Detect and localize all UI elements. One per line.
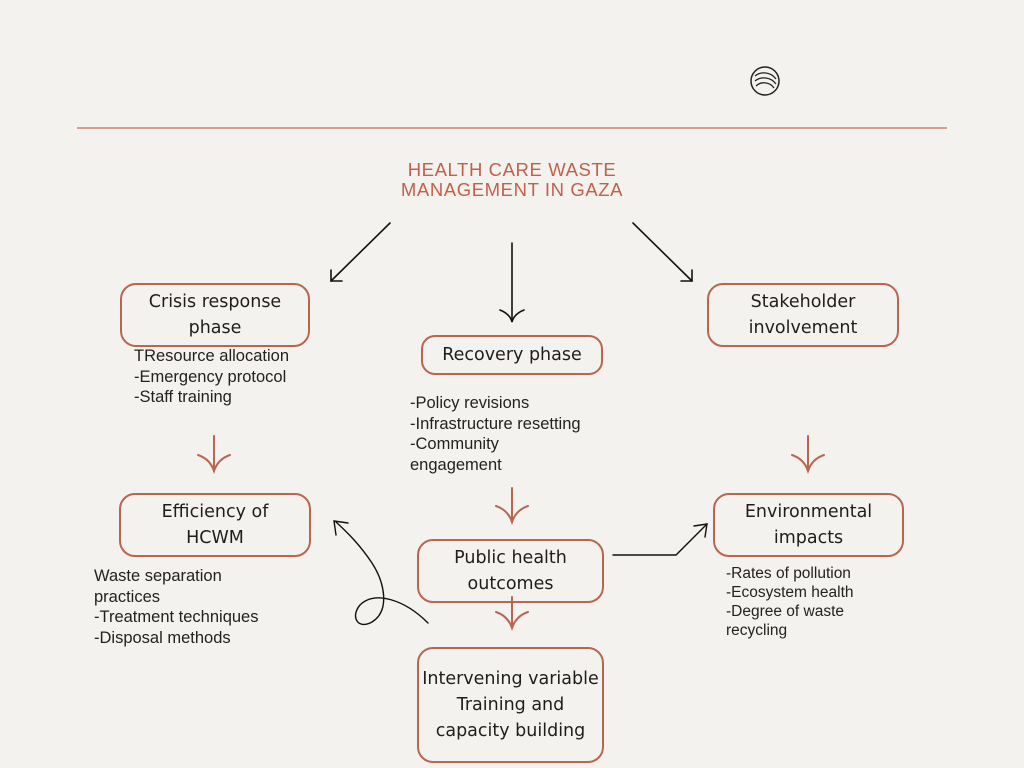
arrow-title-to-crisis — [330, 222, 391, 282]
note-line: -Disposal methods — [94, 628, 231, 647]
logo-icon — [750, 66, 780, 96]
node-crisis-response-label: Crisis response phase — [148, 292, 282, 338]
node-environmental-label: Environmental impacts — [744, 502, 873, 548]
arrow-title-to-recovery — [499, 242, 525, 323]
node-recovery: Recovery phase — [421, 335, 603, 375]
notes-environmental: -Rates of pollution -Ecosystem health -D… — [726, 564, 896, 640]
node-stakeholder-label: Stakeholder involvement — [748, 292, 858, 338]
node-intervening: Intervening variable Training and capaci… — [417, 647, 604, 763]
notes-recovery: -Policy revisions -Infrastructure resett… — [410, 393, 610, 475]
arrow-public-health-to-efficiency — [333, 520, 429, 626]
node-stakeholder: Stakeholder involvement — [707, 283, 899, 347]
note-line: -Ecosystem health — [726, 584, 854, 601]
note-line: Waste separation practices — [94, 567, 227, 606]
note-line: -Staff training — [134, 388, 232, 406]
note-line: TResource allocation — [134, 347, 289, 365]
node-crisis-response: Crisis response phase — [120, 283, 310, 347]
notes-efficiency: Waste separation practices -Treatment te… — [94, 566, 294, 648]
note-line: -Emergency protocol — [134, 367, 287, 386]
node-intervening-label: Intervening variable Training and capaci… — [422, 669, 599, 741]
arrow-public-health-to-environmental — [612, 523, 708, 556]
node-efficiency-label: Efficiency of HCWM — [161, 502, 269, 548]
node-efficiency: Efficiency of HCWM — [119, 493, 311, 557]
note-line: -Infrastructure resetting — [410, 414, 581, 433]
arrow-stakeholder-to-environmental — [791, 435, 825, 475]
note-line: -Rates of pollution — [726, 565, 851, 582]
note-line: -Treatment techniques — [94, 608, 259, 626]
notes-crisis: TResource allocation -Emergency protocol… — [134, 346, 289, 408]
diagram-title: HEALTH CARE WASTE MANAGEMENT IN GAZA — [400, 159, 624, 200]
arrow-recovery-to-public-health — [495, 487, 529, 526]
arrow-title-to-stakeholder — [632, 222, 693, 282]
node-public-health: Public health outcomes — [417, 539, 604, 603]
note-line: -Community engagement — [410, 435, 504, 474]
note-line: -Policy revisions — [410, 394, 530, 412]
node-environmental: Environmental impacts — [713, 493, 904, 557]
node-public-health-label: Public health outcomes — [454, 548, 567, 594]
arrow-crisis-to-efficiency — [197, 435, 231, 475]
note-line: -Degree of waste recycling — [726, 603, 849, 639]
node-recovery-label: Recovery phase — [442, 345, 582, 365]
